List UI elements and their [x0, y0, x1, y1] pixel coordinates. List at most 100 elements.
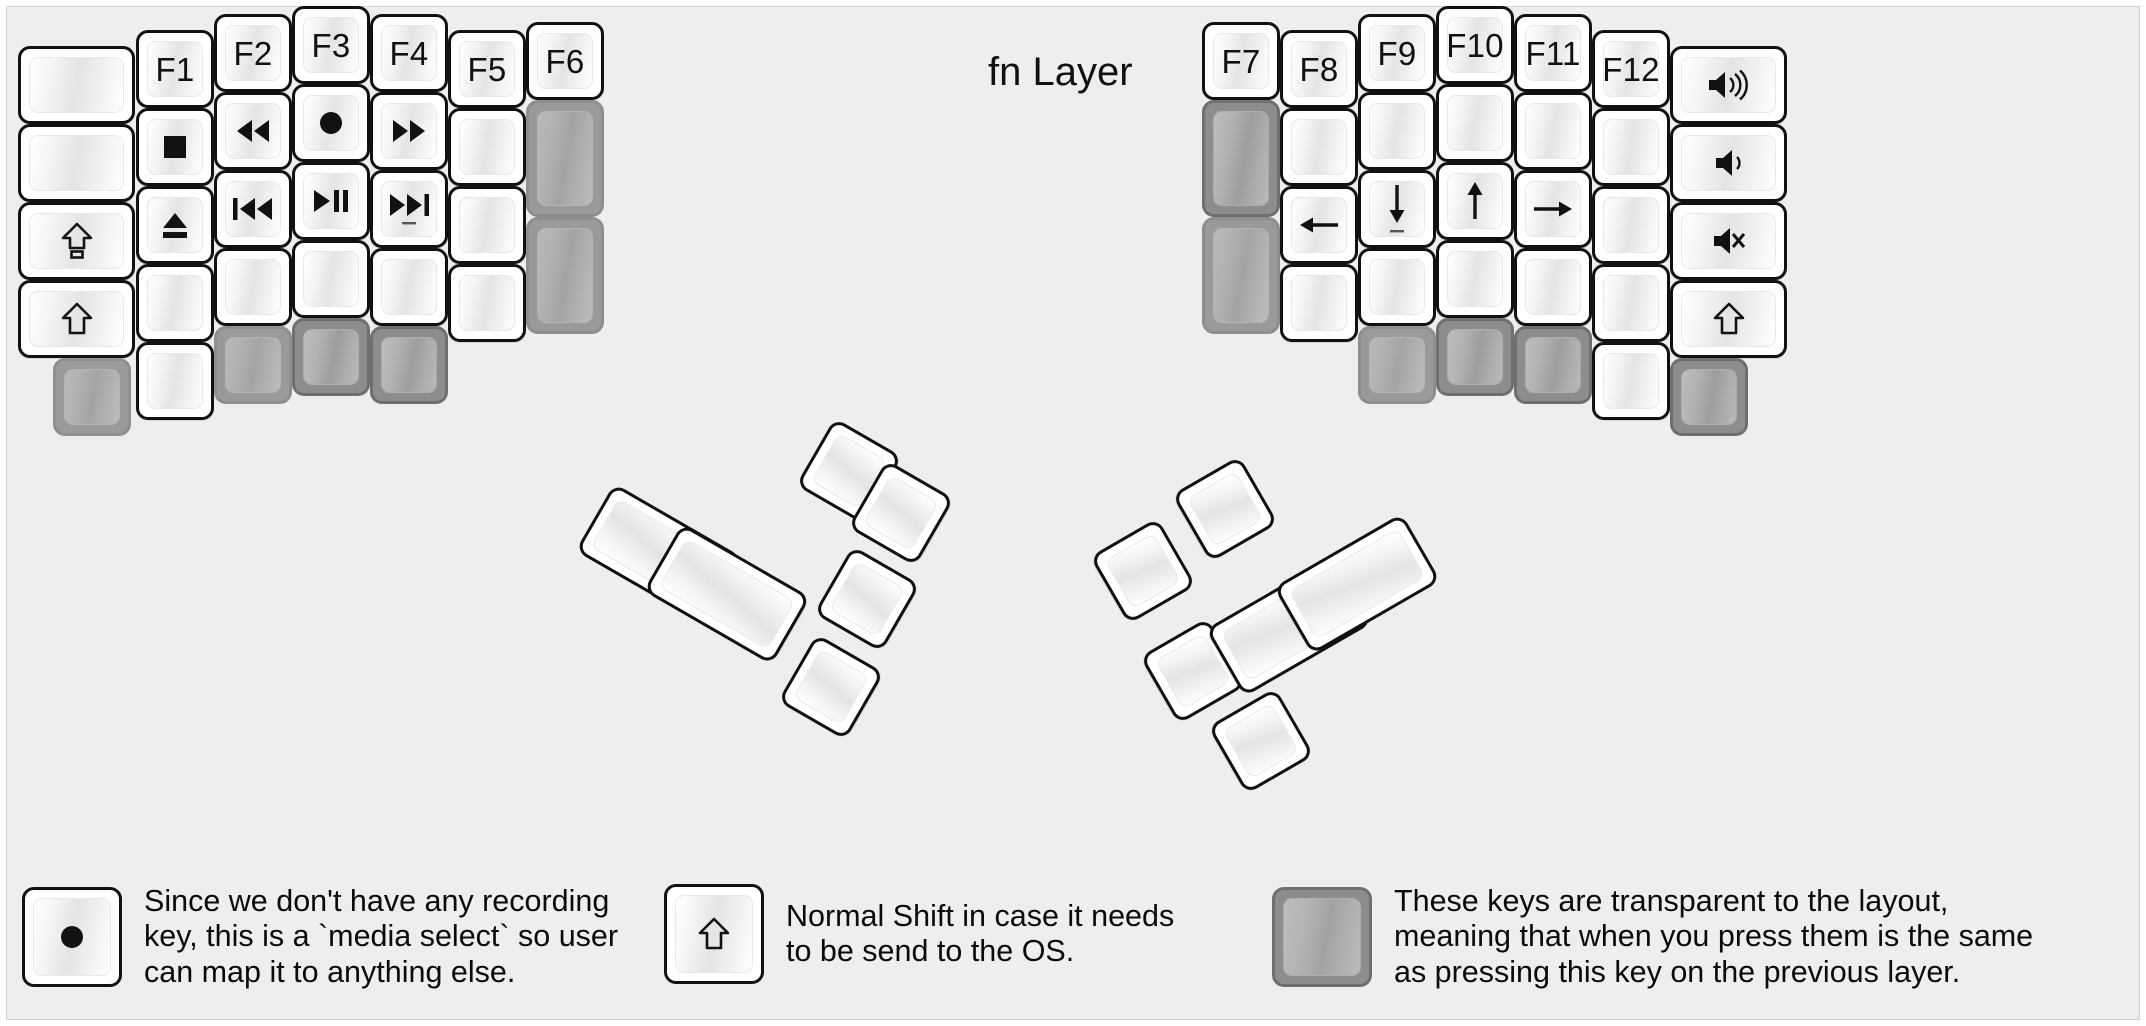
key-f1[interactable]: F1 [136, 30, 214, 108]
key-blank-21[interactable] [1592, 264, 1670, 342]
key-transparent-7[interactable] [1514, 326, 1592, 404]
key-f3[interactable]: F3 [292, 6, 370, 84]
key-arrow-right[interactable] [1514, 170, 1592, 248]
page-title: fn Layer [988, 50, 1133, 94]
key-media-stop[interactable] [136, 108, 214, 186]
key-f10[interactable]: F10 [1436, 6, 1514, 84]
media-stop-icon [160, 132, 190, 162]
key-blank-13[interactable] [1358, 92, 1436, 170]
key-cap [303, 173, 359, 229]
key-arrow-left[interactable] [1280, 186, 1358, 264]
key-volume-up[interactable] [1670, 46, 1787, 124]
key-transparent-5[interactable] [1358, 326, 1436, 404]
key-label: F9 [1377, 34, 1417, 72]
key-cap [29, 213, 124, 269]
key-cap: F11 [1525, 25, 1581, 81]
key-cap [1447, 251, 1503, 307]
key-blank-2[interactable] [18, 124, 135, 202]
key-f9[interactable]: F9 [1358, 14, 1436, 92]
key-cap [1681, 213, 1776, 269]
key-transparent-1[interactable] [53, 358, 132, 436]
key-blank-14[interactable] [1358, 248, 1436, 326]
key-blank-7[interactable] [370, 248, 448, 326]
key-f7[interactable]: F7 [1202, 22, 1280, 100]
key-cap [1447, 173, 1503, 229]
key-media-fast-forward[interactable] [370, 92, 448, 170]
key-blank-6[interactable] [292, 240, 370, 318]
shift-icon [1713, 301, 1745, 337]
key-f11[interactable]: F11 [1514, 14, 1592, 92]
key-cap: F12 [1602, 41, 1660, 97]
key-blank-11[interactable] [1280, 108, 1358, 186]
key-blank-20[interactable] [1592, 186, 1670, 264]
key-transparent-3[interactable] [292, 318, 370, 396]
key-f5[interactable]: F5 [448, 30, 526, 108]
shift-icon [61, 301, 93, 337]
media-rewind-icon [233, 117, 273, 145]
key-cap [1681, 135, 1776, 191]
key-transparent-tall-4[interactable] [1202, 217, 1280, 334]
key-shift[interactable] [18, 280, 135, 358]
key-transparent-6[interactable] [1436, 318, 1514, 396]
key-media-next-track[interactable] [370, 170, 448, 248]
key-label: F3 [311, 26, 351, 64]
key-f2[interactable]: F2 [214, 14, 292, 92]
key-transparent-4[interactable] [370, 326, 448, 404]
legend-description: Since we don't have any recording key, t… [144, 884, 619, 989]
key-cap [381, 181, 437, 237]
key-blank-19[interactable] [1592, 108, 1670, 186]
key-blank-3[interactable] [136, 264, 214, 342]
key-arrow-up[interactable] [1436, 162, 1514, 240]
key-blank-22[interactable] [1592, 342, 1670, 420]
key-label: F11 [1525, 34, 1581, 72]
key-blank-1[interactable] [18, 46, 135, 124]
key-cap [1603, 197, 1659, 253]
key-blank-12[interactable] [1280, 264, 1358, 342]
key-f12[interactable]: F12 [1592, 30, 1670, 108]
media-next-track-icon [386, 191, 432, 227]
key-arrow-down[interactable] [1358, 170, 1436, 248]
key-blank-10[interactable] [448, 264, 526, 342]
arrow-right-icon [1531, 196, 1575, 222]
key-blank-15[interactable] [1436, 84, 1514, 162]
key-cap [29, 57, 124, 113]
key-cap [537, 111, 593, 206]
key-transparent-2[interactable] [214, 326, 292, 404]
key-blank-5[interactable] [214, 248, 292, 326]
key-cap [1213, 228, 1269, 323]
key-transparent-8[interactable] [1670, 358, 1748, 436]
arrow-down-icon [1384, 183, 1410, 235]
key-transparent-tall-3[interactable] [1202, 100, 1280, 217]
key-f6[interactable]: F6 [526, 22, 604, 100]
key-label: F8 [1299, 50, 1339, 88]
key-cap [147, 275, 203, 331]
key-transparent-tall-2[interactable] [526, 217, 604, 334]
key-transparent-tall-1[interactable] [526, 100, 604, 217]
key-cap: F8 [1291, 41, 1347, 97]
key-blank-8[interactable] [448, 108, 526, 186]
key-media-rewind[interactable] [214, 92, 292, 170]
key-cap [1283, 898, 1361, 977]
key-shift-right[interactable] [1670, 280, 1787, 358]
key-f8[interactable]: F8 [1280, 30, 1358, 108]
volume-down-icon [1712, 147, 1746, 179]
key-media-record[interactable] [292, 84, 370, 162]
key-blank-17[interactable] [1514, 92, 1592, 170]
key-caps-lock[interactable] [18, 202, 135, 280]
key-cap [1222, 702, 1300, 780]
key-cap [459, 119, 515, 175]
key-blank-4[interactable] [136, 342, 214, 420]
key-volume-down[interactable] [1670, 124, 1787, 202]
key-label: F7 [1221, 42, 1261, 80]
key-media-prev-track[interactable] [214, 170, 292, 248]
key-media-play-pause[interactable] [292, 162, 370, 240]
key-cap [1291, 197, 1347, 253]
key-volume-mute[interactable] [1670, 202, 1787, 280]
key-blank-16[interactable] [1436, 240, 1514, 318]
key-f4[interactable]: F4 [370, 14, 448, 92]
key-blank-9[interactable] [448, 186, 526, 264]
key-cap [1681, 369, 1737, 425]
key-blank-18[interactable] [1514, 248, 1592, 326]
key-media-eject[interactable] [136, 186, 214, 264]
